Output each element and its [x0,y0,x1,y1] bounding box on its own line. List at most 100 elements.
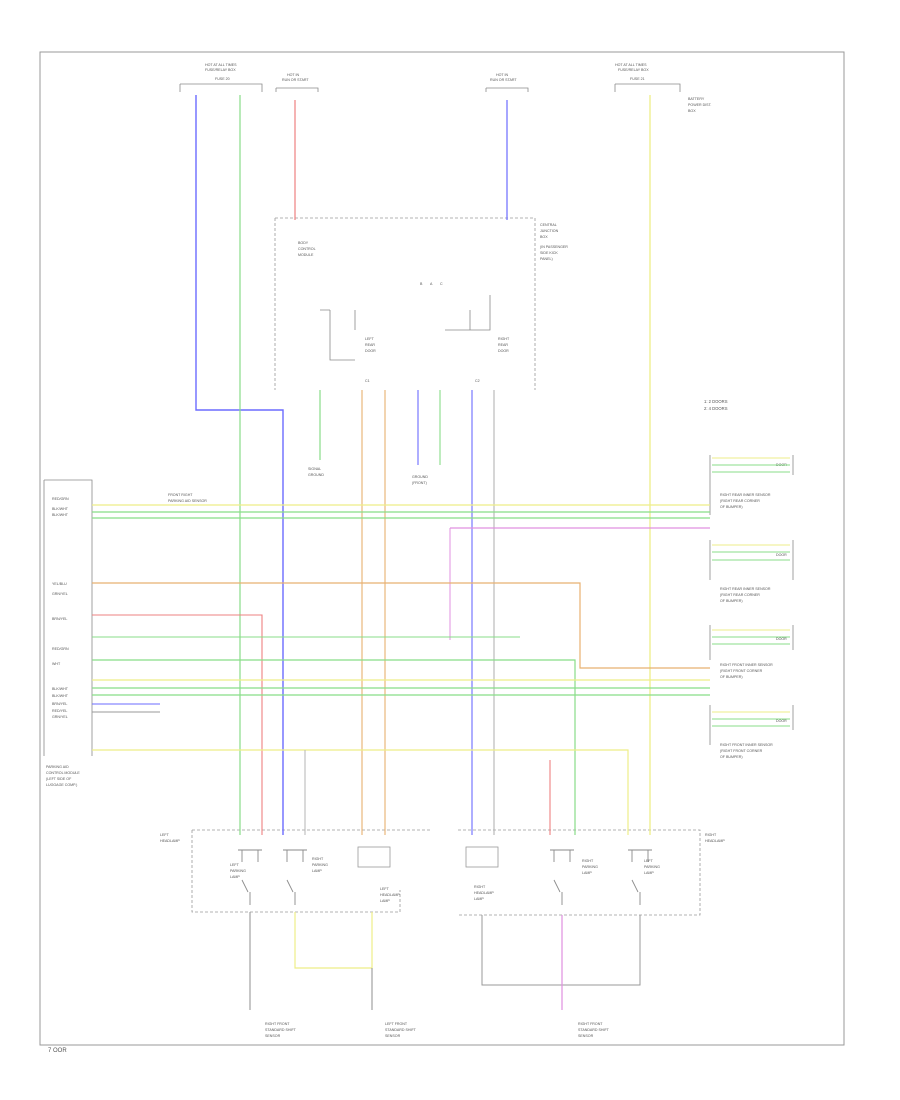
svg-text:(RIGHT FRONT CORNER: (RIGHT FRONT CORNER [720,669,763,673]
svg-text:PARKING: PARKING [582,865,598,869]
svg-text:RUN OR START: RUN OR START [490,78,517,82]
svg-text:A: A [430,282,433,286]
svg-text:B: B [420,282,423,286]
svg-text:BLK/WHT: BLK/WHT [52,507,69,511]
svg-text:LUGGAGE COMP.): LUGGAGE COMP.) [46,783,77,787]
wires [92,95,790,1010]
legend-item-2: 2: 4 DOORS [704,406,728,411]
svg-text:STANDARD SHIFT: STANDARD SHIFT [265,1028,297,1032]
svg-text:BLK/WHT: BLK/WHT [52,694,69,698]
wire-green [92,659,576,835]
wire-gray [481,915,641,986]
svg-text:RIGHT FRONT: RIGHT FRONT [578,1022,603,1026]
left-module: RED/GRN BLK/WHT BLK/WHT YEL/BLU GRN/YEL … [43,479,207,787]
svg-text:OF BUMPER): OF BUMPER) [720,599,743,603]
svg-text:LAMP: LAMP [312,869,322,873]
svg-text:FUSE/RELAY BOX: FUSE/RELAY BOX [618,68,649,72]
svg-text:HOT IN: HOT IN [287,73,300,77]
svg-text:FUSE 21: FUSE 21 [630,77,645,81]
svg-text:LAMP: LAMP [474,897,484,901]
svg-text:RIGHT REAR INNER SENSOR: RIGHT REAR INNER SENSOR [720,587,771,591]
bottom-modules: LEFT HEADLAMP RIGHT HEADLAMP LEFT PARKIN… [160,829,725,1038]
svg-text:BOX: BOX [688,109,696,113]
svg-text:GRN/YEL: GRN/YEL [52,592,68,596]
svg-text:REAR: REAR [498,343,508,347]
svg-text:DOOR: DOOR [498,349,509,353]
switch-symbol [550,849,574,905]
svg-text:RED/YEL: RED/YEL [52,709,67,713]
svg-text:RIGHT: RIGHT [582,859,594,863]
svg-text:LAMP: LAMP [582,871,592,875]
svg-text:C2: C2 [475,379,480,383]
svg-text:DOOR: DOOR [776,719,787,723]
svg-text:STANDARD SHIFT: STANDARD SHIFT [385,1028,417,1032]
svg-text:LEFT: LEFT [230,863,240,867]
svg-text:HEADLAMP: HEADLAMP [380,893,400,897]
switch-symbol [238,849,262,905]
svg-text:RED/GRN: RED/GRN [52,647,69,651]
svg-text:(IN PASSENGER: (IN PASSENGER [540,245,568,249]
legend: 1: 2 DOORS 2: 4 DOORS [704,399,728,411]
svg-text:HOT AT ALL TIMES: HOT AT ALL TIMES [205,63,237,67]
svg-text:RIGHT FRONT: RIGHT FRONT [265,1022,290,1026]
svg-text:(LEFT SIDE OF: (LEFT SIDE OF [46,777,72,781]
svg-text:FUSE/RELAY BOX: FUSE/RELAY BOX [205,68,236,72]
svg-text:RIGHT FRONT INNER SENSOR: RIGHT FRONT INNER SENSOR [720,743,773,747]
switches [238,849,652,905]
svg-text:FRONT RIGHT: FRONT RIGHT [168,493,193,497]
svg-text:PARKING: PARKING [230,869,246,873]
svg-text:LEFT FRONT: LEFT FRONT [385,1022,408,1026]
svg-text:JUNCTION: JUNCTION [540,229,559,233]
svg-text:BLK/WHT: BLK/WHT [52,687,69,691]
svg-text:RED/GRN: RED/GRN [52,497,69,501]
svg-text:RIGHT: RIGHT [312,857,324,861]
wire-yellow [92,749,629,835]
svg-text:REAR: REAR [365,343,375,347]
wire-yellow [294,912,373,969]
right-sensors: RIGHT REAR INNER SENSOR (RIGHT REAR CORN… [709,455,794,759]
svg-text:(RIGHT REAR CORNER: (RIGHT REAR CORNER [720,593,760,597]
svg-text:SENSOR: SENSOR [265,1034,281,1038]
svg-text:SENSOR: SENSOR [385,1034,401,1038]
svg-text:CONTROL: CONTROL [298,247,316,251]
svg-text:SIDE KICK: SIDE KICK [540,251,558,255]
svg-text:PARKING: PARKING [644,865,660,869]
svg-text:RIGHT: RIGHT [705,833,717,837]
svg-text:CONTROL MODULE: CONTROL MODULE [46,771,80,775]
wire-red [92,614,263,835]
svg-text:(FRONT): (FRONT) [412,481,427,485]
svg-text:(RIGHT FRONT CORNER: (RIGHT FRONT CORNER [720,749,763,753]
svg-text:LEFT: LEFT [365,337,375,341]
svg-text:RIGHT FRONT INNER SENSOR: RIGHT FRONT INNER SENSOR [720,663,773,667]
svg-text:SENSOR: SENSOR [578,1034,594,1038]
svg-text:RIGHT: RIGHT [474,885,486,889]
svg-text:C1: C1 [365,379,370,383]
svg-text:LEFT: LEFT [380,887,390,891]
svg-text:BRN/YEL: BRN/YEL [52,617,67,621]
svg-text:LAMP: LAMP [230,875,240,879]
svg-text:YEL/BLU: YEL/BLU [52,582,67,586]
svg-text:STANDARD SHIFT: STANDARD SHIFT [578,1028,610,1032]
footer-code: 7 OOR [48,1048,67,1054]
svg-text:RUN OR START: RUN OR START [282,78,309,82]
svg-text:(RIGHT REAR CORNER: (RIGHT REAR CORNER [720,499,760,503]
svg-text:DOOR: DOOR [365,349,376,353]
svg-text:HOT AT ALL TIMES: HOT AT ALL TIMES [615,63,647,67]
svg-text:RIGHT: RIGHT [498,337,510,341]
svg-text:OF BUMPER): OF BUMPER) [720,755,743,759]
svg-text:LEFT: LEFT [644,859,654,863]
switch-symbol [628,849,652,905]
legend-item-1: 1: 2 DOORS [704,399,728,404]
svg-text:BODY: BODY [298,241,309,245]
svg-text:BLK/WHT: BLK/WHT [52,513,69,517]
svg-text:POWER DIST.: POWER DIST. [688,103,712,107]
svg-text:HOT IN: HOT IN [496,73,509,77]
svg-text:LAMP: LAMP [644,871,654,875]
svg-text:SIGNAL: SIGNAL [308,467,321,471]
svg-text:OF BUMPER): OF BUMPER) [720,505,743,509]
svg-text:OF BUMPER): OF BUMPER) [720,675,743,679]
svg-text:C: C [440,282,443,286]
svg-text:PARKING AID SENSOR: PARKING AID SENSOR [168,499,207,503]
wire-orange [92,582,710,669]
